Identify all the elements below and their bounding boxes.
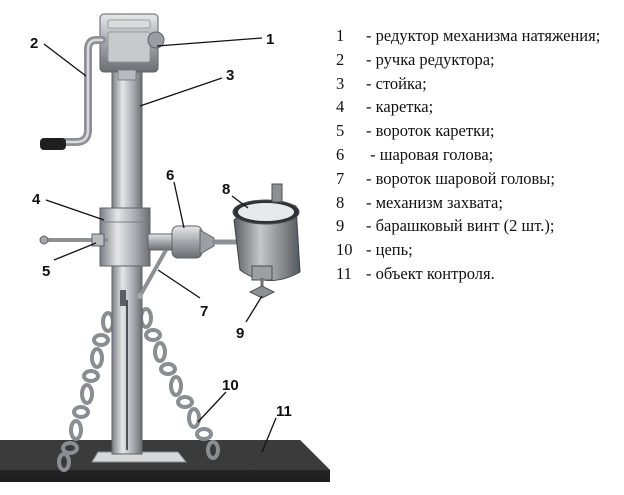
legend-text: - редуктор механизма натяжения;: [366, 26, 601, 45]
legend-text: - ручка редуктора;: [366, 49, 495, 69]
carriage-screw: [39, 233, 108, 247]
legend-item: 4 - каретка;: [336, 95, 618, 119]
callout-8: 8: [222, 181, 230, 198]
legend-num: 1: [336, 26, 345, 45]
leader-lines: [43, 37, 277, 453]
legend-item: 11 - объект контроля.: [336, 262, 618, 286]
legend-text: - цепь;: [366, 240, 413, 260]
legend-item: 2 - ручка редуктора;: [336, 48, 618, 72]
legend-num: 2: [336, 49, 345, 69]
callout-5: 5: [42, 263, 50, 280]
legend-num: 7: [336, 168, 345, 188]
crank-handle: [40, 36, 106, 150]
legend-num: 6: [336, 144, 345, 164]
legend-text: - механизм захвата;: [366, 192, 503, 212]
legend-text: - вороток каретки;: [366, 121, 495, 141]
wing-screw: [248, 278, 276, 299]
callout-labels: 1 2 3 4 5 6 7 8 9 10 11: [30, 31, 292, 420]
legend-item: 1 - редуктор механизма натяжения;: [336, 24, 618, 48]
legend-item: 10 - цепь;: [336, 238, 618, 262]
legend: 1 - редуктор механизма натяжения; 2 - ручк…: [336, 24, 618, 286]
legend-num: 11: [336, 263, 352, 283]
legend-num: 5: [336, 121, 345, 141]
legend-item: 7 - вороток шаровой головы;: [336, 167, 618, 191]
legend-text: - барашковый винт (2 шт.);: [366, 216, 555, 236]
callout-10: 10: [222, 377, 239, 394]
legend-text: - объект контроля.: [366, 263, 495, 283]
carriage: [99, 207, 151, 267]
gearbox: [99, 13, 165, 81]
legend-num: 4: [336, 97, 345, 117]
legend-num: 9: [336, 216, 345, 236]
callout-1: 1: [266, 31, 274, 48]
legend-text: - стойка;: [366, 73, 427, 93]
callout-3: 3: [226, 67, 234, 84]
clamp-mechanism: [232, 183, 301, 281]
chain-left: [57, 311, 115, 472]
legend-num: 10: [336, 240, 353, 260]
legend-item: 8 - механизм захвата;: [336, 191, 618, 215]
callout-7: 7: [200, 303, 208, 320]
callout-6: 6: [166, 167, 174, 184]
legend-num: 3: [336, 73, 345, 93]
legend-text: - каретка;: [366, 97, 434, 117]
ball-head: [147, 225, 242, 259]
callout-11: 11: [276, 403, 292, 420]
callout-9: 9: [236, 325, 244, 342]
legend-item: 9 - барашковый винт (2 шт.);: [336, 214, 618, 238]
legend-text: - шаровая голова;: [366, 144, 494, 164]
callout-2: 2: [30, 35, 38, 52]
chain-right: [139, 307, 220, 460]
callout-4: 4: [32, 191, 41, 208]
legend-item: 5 - вороток каретки;: [336, 119, 618, 143]
legend-text: - вороток шаровой головы;: [366, 168, 555, 188]
legend-item: 6 - шаровая голова;: [336, 143, 618, 167]
legend-num: 8: [336, 192, 345, 212]
legend-item: 3 - стойка;: [336, 72, 618, 96]
ball-head-screw: [137, 249, 168, 299]
